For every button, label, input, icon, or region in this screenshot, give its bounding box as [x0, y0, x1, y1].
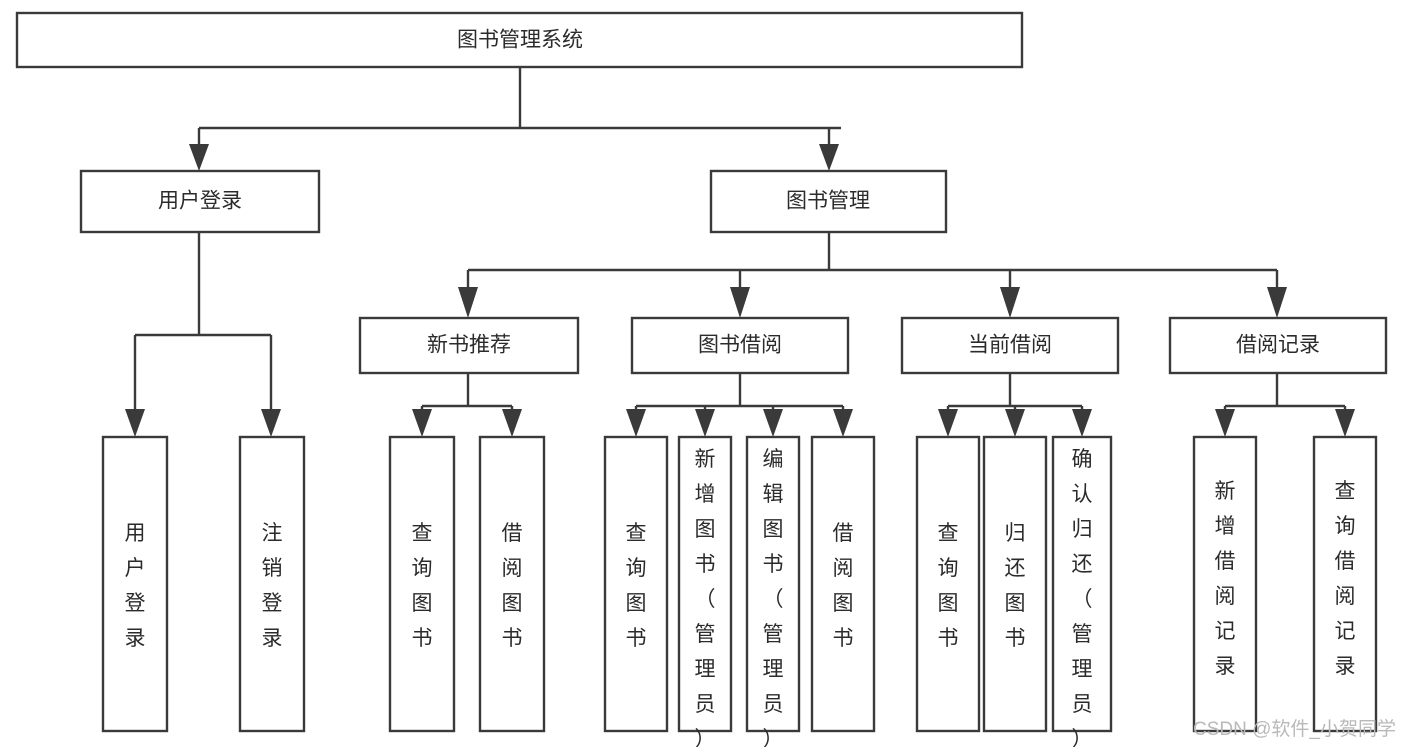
node-leaf-edit-book-label: 编辑图书（管理员） [763, 448, 784, 747]
node-leaf-add-book-label: 新增图书（管理员） [695, 448, 716, 747]
node-leaf-borrow-book-1-box[interactable] [478, 435, 546, 733]
node-leaf-add-book[interactable]: 新增图书（管理员） [677, 435, 733, 747]
node-root-label: 图书管理系统 [457, 29, 583, 52]
node-leaf-query-book-2-label: 查询图书 [626, 522, 647, 650]
node-book-borrow[interactable]: 图书借阅 [630, 316, 850, 375]
arrow-head-leaf-confirm-return [1072, 409, 1092, 437]
node-leaf-return-book-label: 归还图书 [1005, 522, 1026, 650]
arrow-head-leaf-logout-login [261, 409, 281, 437]
arrow-head-book-borrow [730, 287, 750, 318]
arrow-head-leaf-query-book-2 [626, 409, 646, 437]
node-leaf-add-book-box[interactable] [677, 435, 733, 733]
node-leaf-confirm-return[interactable]: 确认归还（管理员） [1051, 435, 1113, 747]
connector-root-to-level1 [189, 67, 841, 171]
arrow-head-leaf-user-login [125, 409, 145, 437]
arrow-head-leaf-query-book-3 [938, 409, 958, 437]
node-leaf-edit-book-box[interactable] [745, 435, 801, 733]
node-book-manage-label: 图书管理 [786, 190, 870, 213]
node-leaf-query-book-1[interactable]: 查询图书 [388, 435, 456, 733]
node-book-borrow-label: 图书借阅 [698, 334, 782, 357]
node-root-box[interactable] [15, 11, 1024, 69]
node-leaf-user-login[interactable]: 用户登录 [101, 435, 169, 733]
node-leaf-query-book-3-label: 查询图书 [938, 522, 959, 650]
node-leaf-borrow-book-1[interactable]: 借阅图书 [478, 435, 546, 733]
watermark-label: CSDN @软件_小贺同学 [1193, 718, 1396, 740]
node-current-borrow[interactable]: 当前借阅 [900, 316, 1120, 375]
node-leaf-logout-login-box[interactable] [238, 435, 306, 733]
node-leaf-confirm-return-label: 确认归还（管理员） [1072, 448, 1093, 747]
connector-user-login-to-leaves [125, 232, 281, 437]
node-new-book-recommend[interactable]: 新书推荐 [358, 316, 580, 375]
node-book-manage-box[interactable] [709, 169, 948, 234]
node-leaf-query-book-2[interactable]: 查询图书 [603, 435, 669, 733]
node-leaf-confirm-return-box[interactable] [1051, 435, 1113, 733]
node-leaf-logout-login-label: 注销登录 [262, 522, 283, 650]
node-leaf-query-book-1-label: 查询图书 [412, 522, 433, 650]
node-borrow-record[interactable]: 借阅记录 [1168, 316, 1388, 375]
node-new-book-recommend-box[interactable] [358, 316, 580, 375]
node-leaf-return-book[interactable]: 归还图书 [982, 435, 1048, 733]
connector-borrow-record-to-leaves [1215, 373, 1355, 437]
arrow-head-book-manage [819, 144, 839, 171]
node-leaf-query-book-3[interactable]: 查询图书 [915, 435, 981, 733]
node-leaf-query-record[interactable]: 查询借阅记录 [1312, 435, 1378, 733]
arrow-head-leaf-query-book-1 [412, 409, 432, 437]
node-borrow-record-label: 借阅记录 [1236, 334, 1320, 357]
node-leaf-logout-login[interactable]: 注销登录 [238, 435, 306, 733]
node-leaf-user-login-label: 用户登录 [125, 522, 146, 650]
node-user-login-box[interactable] [79, 169, 321, 234]
arrow-head-leaf-add-record [1215, 409, 1235, 437]
node-leaf-add-record-box[interactable] [1192, 435, 1258, 733]
node-current-borrow-label: 当前借阅 [968, 334, 1052, 357]
node-root[interactable]: 图书管理系统 [15, 11, 1024, 69]
connector-current-borrow-to-leaves [938, 373, 1092, 437]
node-leaf-edit-book[interactable]: 编辑图书（管理员） [745, 435, 801, 747]
node-leaf-query-book-2-box[interactable] [603, 435, 669, 733]
node-leaf-query-book-1-box[interactable] [388, 435, 456, 733]
node-leaf-query-record-label: 查询借阅记录 [1335, 480, 1356, 678]
node-leaf-add-record-label: 新增借阅记录 [1215, 480, 1236, 678]
node-leaf-borrow-book-1-label: 借阅图书 [502, 522, 523, 650]
node-leaf-query-book-3-box[interactable] [915, 435, 981, 733]
node-current-borrow-box[interactable] [900, 316, 1120, 375]
node-borrow-record-box[interactable] [1168, 316, 1388, 375]
node-user-login-label: 用户登录 [158, 190, 242, 213]
arrow-head-leaf-borrow-book-2 [833, 409, 853, 437]
node-new-book-recommend-label: 新书推荐 [427, 334, 511, 357]
arrow-head-leaf-query-record [1335, 409, 1355, 437]
connector-new-book-recommend-to-leaves [412, 373, 522, 437]
arrow-head-leaf-edit-book [763, 409, 783, 437]
node-leaf-borrow-book-2[interactable]: 借阅图书 [810, 435, 876, 733]
node-user-login[interactable]: 用户登录 [79, 169, 321, 234]
node-leaf-user-login-box[interactable] [101, 435, 169, 733]
arrow-head-new-book-recommend [458, 287, 478, 318]
node-leaf-borrow-book-2-label: 借阅图书 [833, 522, 854, 650]
arrow-head-leaf-borrow-book-1 [502, 409, 522, 437]
node-leaf-add-record[interactable]: 新增借阅记录 [1192, 435, 1258, 733]
arrow-head-borrow-record [1267, 287, 1287, 318]
arrow-head-leaf-return-book [1005, 409, 1025, 437]
arrow-head-leaf-add-book [695, 409, 715, 437]
node-leaf-return-book-box[interactable] [982, 435, 1048, 733]
arrow-head-user-login [189, 144, 209, 171]
connector-book-manage-to-level2 [458, 232, 1287, 318]
node-leaf-query-record-box[interactable] [1312, 435, 1378, 733]
connector-book-borrow-to-leaves [626, 373, 853, 437]
node-leaf-borrow-book-2-box[interactable] [810, 435, 876, 733]
node-book-manage[interactable]: 图书管理 [709, 169, 948, 234]
arrow-head-current-borrow [1000, 287, 1020, 318]
node-book-borrow-box[interactable] [630, 316, 850, 375]
